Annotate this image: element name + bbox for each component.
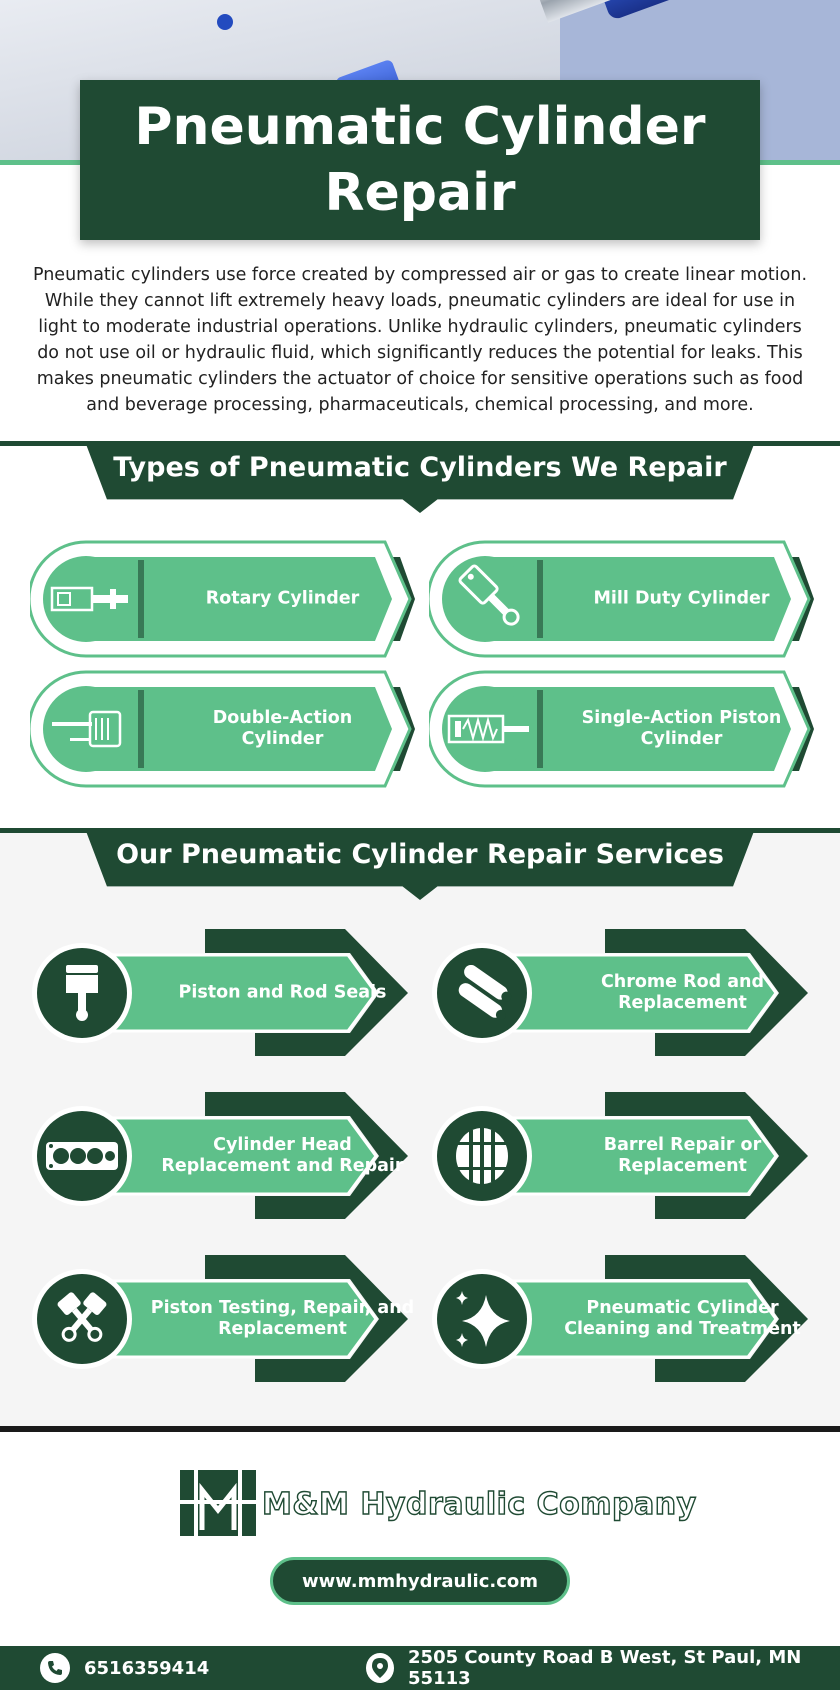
service-card-cylinder-head[interactable]: Cylinder Head Replacement and Repair [30,1088,410,1223]
service-label: Piston and Rod Seals [178,982,387,1002]
type-card-shape [426,670,814,788]
piston-icon [66,965,98,1021]
types-heading: Types of Pneumatic Cylinders We Repair [113,452,727,483]
website-link[interactable]: www.mmhydraulic.com [270,1557,570,1605]
service-card-barrel[interactable]: Barrel Repair or Replacement [430,1088,810,1223]
phone-icon [40,1653,70,1683]
type-card-rotary[interactable]: Rotary Cylinder [27,540,420,658]
intro-paragraph: Pneumatic cylinders use force created by… [32,265,808,415]
type-card-single-action[interactable]: Single-Action Piston Cylinder [426,670,819,788]
rods-icon [458,965,512,1020]
rotary-cylinder-icon [50,586,128,612]
service-label: Piston Testing, Repair, and Replacement [150,1297,415,1339]
barrel-icon [456,1128,508,1184]
type-label: Double-Action Cylinder [212,708,353,749]
service-label: Chrome Rod and Replacement [600,971,765,1013]
mill-duty-cylinder-icon [458,564,520,626]
title-banner: Pneumatic Cylinder Repair [80,80,760,240]
contact-bar [0,1646,840,1690]
service-card-chrome-rod[interactable]: Chrome Rod and Replacement [430,925,810,1060]
type-card-double-action[interactable]: Double-Action Cylinder [27,670,420,788]
location-pin-icon [366,1653,395,1683]
cylinder-head-icon [46,1142,118,1170]
type-card-shape [426,540,814,658]
company-name: M&M Hydraulic Company [261,1486,697,1522]
phone-number: 6516359414 [84,1657,210,1679]
type-card-shape [27,540,415,658]
single-action-cylinder-icon [447,714,529,744]
type-label: Mill Duty Cylinder [593,588,770,609]
type-card-mill-duty[interactable]: Mill Duty Cylinder [426,540,819,658]
type-label: Rotary Cylinder [205,588,360,609]
service-card-piston-testing[interactable]: Piston Testing, Repair, and Replacement [30,1251,414,1386]
service-card-cleaning[interactable]: Pneumatic Cylinder Cleaning and Treatmen… [430,1251,810,1386]
service-label: Pneumatic Cylinder Cleaning and Treatmen… [564,1297,801,1339]
service-label: Barrel Repair or Replacement [603,1134,762,1176]
page-title: Pneumatic Cylinder Repair [134,97,706,223]
services-banner-shape [85,830,755,900]
types-banner-shape [85,443,755,513]
type-label: Single-Action Piston Cylinder [581,708,782,749]
service-card-shape [32,1255,408,1382]
service-card-piston-rod-seals[interactable]: Piston and Rod Seals [30,925,410,1060]
address-contact[interactable]: 2505 County Road B West, St Paul, MN 551… [366,1647,840,1689]
services-heading: Our Pneumatic Cylinder Repair Services [116,839,724,870]
double-action-cylinder-icon [52,710,122,748]
crossed-pistons-icon [57,1292,107,1342]
phone-contact[interactable]: 6516359414 [40,1653,209,1683]
service-label: Cylinder Head Replacement and Repair [161,1134,404,1176]
sparkle-icon [456,1291,510,1347]
company-logo-mark [180,1470,256,1536]
type-card-shape [27,670,415,788]
address-text: 2505 County Road B West, St Paul, MN 551… [408,1647,802,1689]
footer-divider [0,1426,840,1432]
